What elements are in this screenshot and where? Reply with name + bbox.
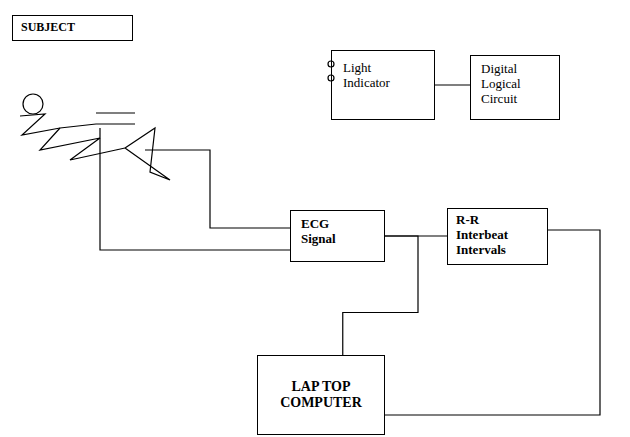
box-label: ECG Signal: [301, 217, 349, 247]
process-box: SUBJECT: [12, 15, 133, 41]
process-box: Light Indicator: [331, 50, 435, 120]
body-figure: [20, 114, 135, 135]
box-label: Digital Logical Circuit: [481, 62, 539, 107]
signal-wire: [385, 230, 600, 415]
box-label: Light Indicator: [343, 61, 405, 91]
arm: [96, 112, 135, 113]
foot-triangle: [125, 128, 170, 180]
computer-box: LAP TOP COMPUTER: [257, 355, 385, 435]
signal-wire: [343, 236, 418, 355]
head: [23, 94, 43, 114]
process-box: Digital Logical Circuit: [470, 55, 560, 120]
box-label: SUBJECT: [21, 21, 75, 35]
leg-figure: [40, 128, 125, 160]
box-label: LAP TOP COMPUTER: [276, 379, 366, 411]
ecg-lead-wire: [145, 150, 290, 228]
box-label: R-R Interbeat Intervals: [456, 213, 532, 258]
process-box: R-R Interbeat Intervals: [447, 208, 548, 265]
ecg-lead-wire: [100, 128, 290, 250]
process-box: ECG Signal: [290, 210, 385, 262]
signal-wire: [435, 84, 470, 85]
